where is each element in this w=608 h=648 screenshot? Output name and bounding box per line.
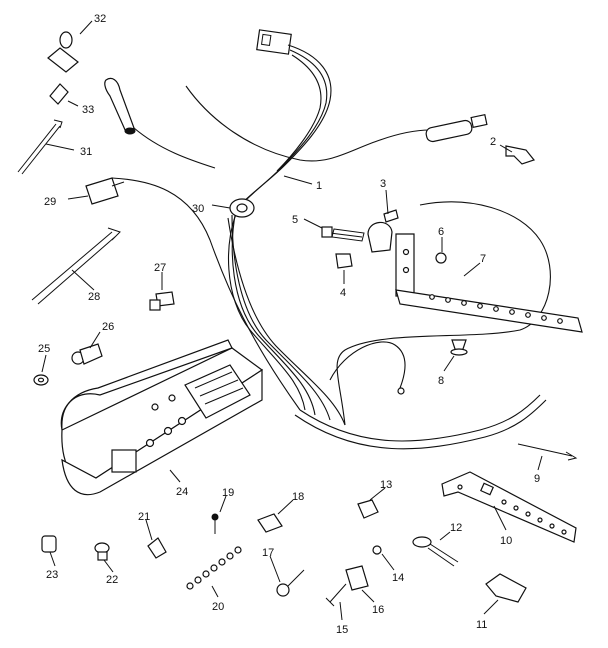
grommet-22 [94, 542, 110, 561]
callout-26: 26 [102, 321, 114, 333]
pin-19 [211, 513, 219, 534]
callout-28: 28 [88, 291, 100, 303]
callout-11: 11 [476, 619, 487, 631]
cable-tie-28 [31, 227, 121, 305]
callout-22: 22 [106, 574, 118, 586]
ring-terminal-17 [276, 569, 305, 597]
callout-9: 9 [534, 473, 540, 485]
wire-terminal-ring [397, 387, 405, 395]
callout-23: 23 [46, 569, 58, 581]
clip-21 [147, 537, 167, 559]
cable-tie-31 [17, 119, 63, 175]
clip-18 [257, 513, 283, 533]
callout-8: 8 [438, 375, 444, 387]
clip-4 [335, 253, 353, 269]
mounting-bracket-7 [395, 233, 583, 333]
screw-5 [321, 226, 365, 242]
connector-29 [85, 177, 125, 205]
clip-11 [485, 573, 527, 603]
callout-2: 2 [490, 136, 496, 148]
console-housing [60, 339, 264, 496]
callout-10: 10 [500, 535, 512, 547]
callout-19: 19 [222, 487, 234, 499]
callout-3: 3 [380, 178, 386, 190]
callout-13: 13 [380, 479, 392, 491]
callout-1: 1 [316, 180, 322, 192]
callout-25: 25 [38, 343, 50, 355]
callout-24: 24 [176, 486, 188, 498]
washer-25 [33, 374, 49, 386]
bulb-33 [49, 83, 69, 105]
rivet-8 [450, 339, 468, 356]
bulb-socket-right [425, 113, 488, 143]
callout-30: 30 [192, 203, 204, 215]
nut-6 [435, 252, 447, 264]
switch-3 [367, 209, 399, 253]
screw-9 [517, 443, 578, 461]
bolt-27 [149, 291, 175, 311]
callout-32: 32 [94, 13, 106, 25]
callout-31: 31 [80, 146, 92, 158]
bulb-socket-32 [47, 31, 79, 73]
clip-13 [357, 499, 379, 519]
leader-lines [41, 20, 543, 621]
nut-14 [372, 545, 382, 555]
harness-plug [256, 29, 292, 55]
terminal-12 [412, 536, 459, 567]
spacer-23 [41, 535, 57, 553]
callout-labels: 32 33 31 29 30 1 2 3 5 6 7 4 8 9 10 11 1… [38, 13, 540, 636]
callout-16: 16 [372, 604, 384, 616]
clip-2 [505, 145, 536, 165]
callout-14: 14 [392, 572, 404, 584]
console-display-window [111, 449, 137, 473]
wire-harness [185, 29, 551, 450]
callout-21: 21 [138, 511, 150, 523]
callout-17: 17 [262, 547, 274, 559]
callout-27: 27 [154, 262, 166, 274]
callout-29: 29 [44, 196, 56, 208]
clamp-16 [345, 565, 369, 591]
connector-26 [71, 343, 103, 365]
mounting-bracket-10 [441, 471, 577, 543]
grommet-30 [229, 198, 255, 218]
callout-20: 20 [212, 601, 224, 613]
callout-15: 15 [336, 624, 348, 636]
screw-15 [325, 583, 347, 607]
callout-5: 5 [292, 214, 298, 226]
callout-33: 33 [82, 104, 94, 116]
callout-4: 4 [340, 287, 346, 299]
callout-7: 7 [480, 253, 486, 265]
lamp-assembly [104, 77, 136, 135]
callout-6: 6 [438, 226, 444, 238]
callout-12: 12 [450, 522, 462, 534]
callout-18: 18 [292, 491, 304, 503]
bead-chain-20 [186, 546, 242, 590]
